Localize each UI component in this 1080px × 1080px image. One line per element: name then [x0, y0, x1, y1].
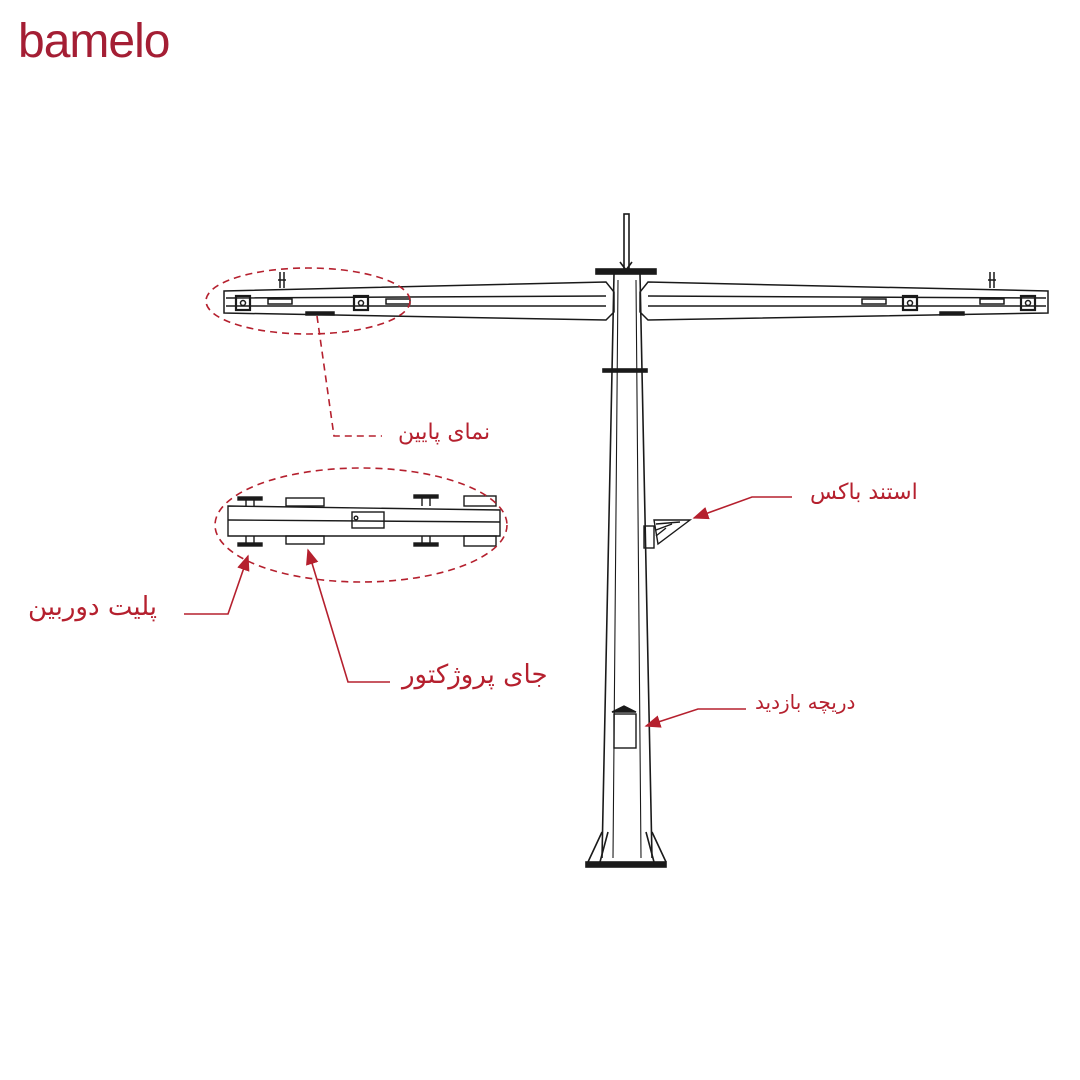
label-camera-plate: پلیت دوربین [28, 592, 158, 622]
bottom-view-ellipse [205, 267, 411, 335]
stand-box-leader [692, 496, 792, 520]
label-inspection-door: دریچه بازدید [755, 690, 856, 714]
bottom-view-detail [227, 494, 501, 547]
shaft-outline [601, 273, 653, 859]
stand-box [643, 519, 693, 549]
projector-leader [306, 548, 390, 683]
label-projector-seat: جای پروژکتور [402, 660, 548, 690]
base-flare [587, 831, 667, 863]
pole [585, 213, 667, 868]
door-leader [644, 708, 746, 728]
detail-ellipse [214, 467, 508, 583]
right-arm [639, 281, 1049, 321]
top-plate [595, 268, 657, 275]
left-arm [223, 281, 615, 321]
middle-ring [602, 368, 648, 373]
cross-arms [223, 272, 1049, 321]
label-stand-box: استند باکس [810, 480, 918, 505]
bamelo-logo: bamelo [18, 15, 170, 68]
label-bottom-view: نمای پایین [398, 420, 491, 445]
top-spike [623, 213, 630, 271]
bottom-view-leader [316, 315, 382, 437]
inspection-door [611, 705, 637, 749]
base-plate [585, 861, 667, 868]
camera-plate-leader [184, 554, 250, 615]
